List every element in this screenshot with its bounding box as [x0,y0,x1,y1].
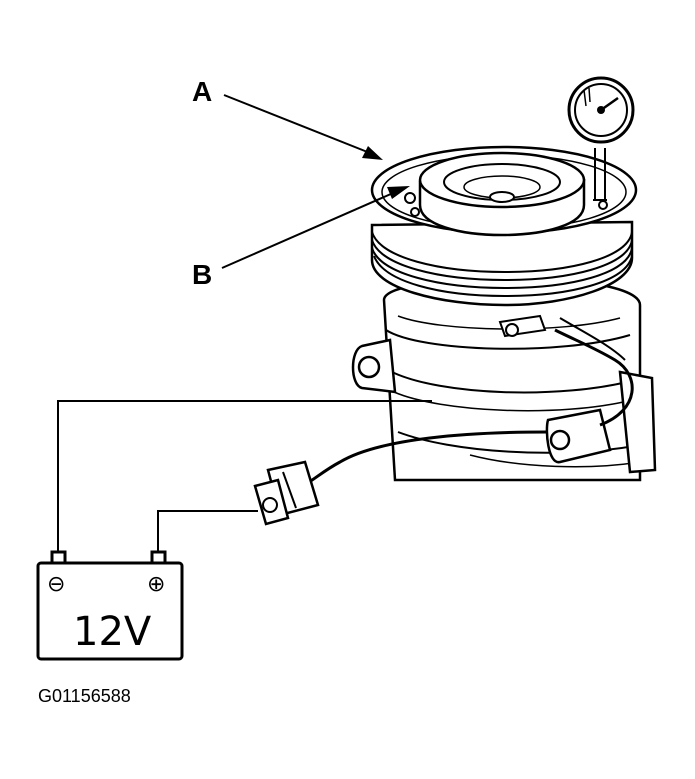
label-a: A [192,76,212,107]
arrow-head-a [362,146,383,160]
battery-icon: 12V ⊖ ⊕ [36,550,184,661]
connector-icon [253,460,320,526]
compressor-body [351,276,657,482]
battery-positive-terminal: ⊕ [147,572,165,597]
arrow-head-b [387,186,410,199]
figure-id: G01156588 [38,686,131,706]
label-b: B [192,259,212,290]
dial-indicator-icon [567,76,635,201]
label-b-group: B [192,186,410,290]
label-a-group: A [192,76,383,160]
battery-negative-terminal: ⊖ [47,572,65,597]
battery-voltage: 12V [73,609,152,655]
clutch-armature-plate [404,151,608,237]
jumper-wires [57,400,549,552]
